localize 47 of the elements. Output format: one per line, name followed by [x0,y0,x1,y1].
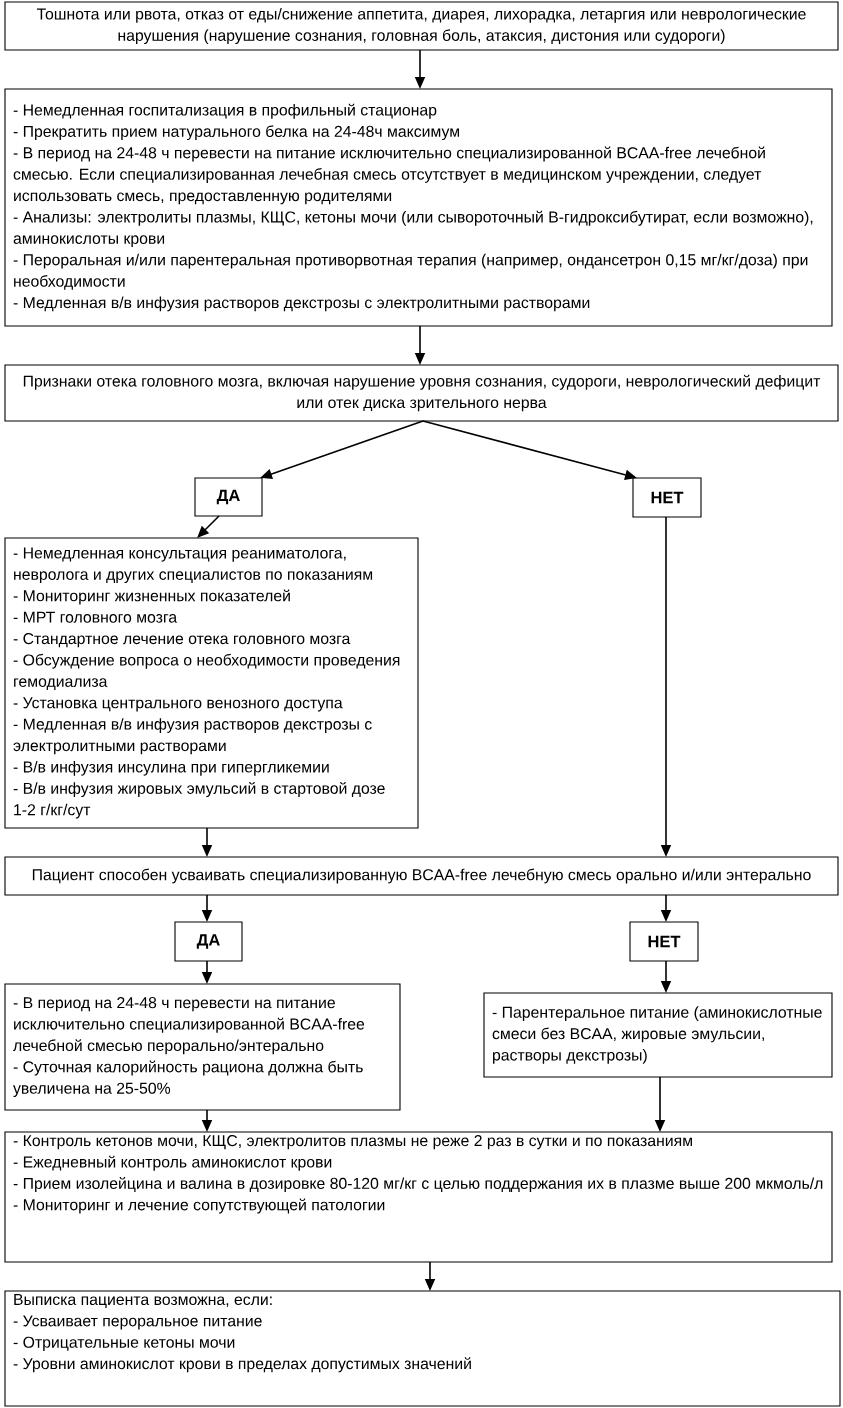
answer-label: ДА [196,934,220,949]
bullet-item: - В период на 24-48 ч перевести на питание исключительно специализированной BCAA-free лечебной смесью перорально/энтерально [13,997,365,1055]
bullet-item: - Стандартное лечение отека головного мозга [13,633,351,648]
bullet-item: - В/в инфузия инсулина при гипергликемии [13,760,329,776]
arrow [197,515,220,538]
bullet-item: - Немедленная госпитализация в профильный стационар [13,103,437,119]
process-box [4,1131,833,1263]
answer-label: НЕТ [648,935,681,948]
process-box [4,1,839,51]
answer-label: НЕТ [651,491,684,504]
process-box [4,983,401,1111]
bullet-item: - Пероральная и/или парентеральная противорвотная терапия (например, ондансетрон 0,15 мг/кг/доза) при необходимости [13,253,808,290]
bullet-item: - Немедленная консультация реаниматолога, невролога и других специалистов по показаниям [13,547,373,584]
bullet-item: - Прекратить прием натурального белка на 24-48ч максимум [13,125,459,141]
bullet-item: - Уровни аминокислот крови в пределах допустимых значений [13,1357,471,1373]
process-box [483,992,833,1078]
branch-box [632,477,702,518]
bullet-item: - Установка центрального венозного доступа [13,697,343,712]
bullet-item: - Мониторинг и лечение сопутствующей патологии [13,1198,385,1214]
process-box [4,88,833,327]
bullet-item: - Парентеральное питание (аминокислотные смеси без BCAA, жировые эмульсии, растворы декстрозы) [492,1006,822,1064]
bullet-item: - Отрицательные кетоны мочи [13,1336,235,1351]
branch-box [629,921,699,962]
list-heading: Выписка пациента возможна, если: [14,1294,272,1309]
bullet-item: - Ежедневный контроль аминокислот крови [13,1155,332,1171]
bullet-item: - Контроль кетонов мочи, КЩС, электролитов плазмы не реже 2 раз в сутки и по показаниям [13,1135,692,1150]
step-text: Пациент способен усваивать специализированную BCAA-free лечебную смесь орально и/или энтерально [32,868,811,884]
bullet-item: - Медленная в/в инфузия растворов декстрозы с электролитными растворами [13,296,590,312]
answer-label: ДА [216,489,240,505]
decision-box [4,856,839,896]
bullet-item: - В/в инфузия жировых эмульсий в стартовой дозе 1-2 г/кг/сут [13,782,385,819]
step-text: Признаки отека головного мозга, включая нарушение уровня сознания, судороги, неврологический дефицит или отек диска зрительного нерва [23,374,821,412]
bullet-item: - Усваивает пероральное питание [13,1315,262,1330]
bullet-item: - Анализы: электролиты плазмы, КЩС, кетоны мочи (или сывороточный В-гидроксибутират, если возможно), аминокислоты крови [13,210,813,248]
bullet-item: - МРТ головного мозга [13,611,178,623]
process-box [4,1290,841,1407]
bullet-item: - В период на 24-48 ч перевести на питание исключительно специализированной BCAA-free лечебной смесью. Если специализированная лечебная смесь отсутствует в медицинском учреждении, следует использовать смесь, предоставленную родителями [13,146,765,205]
process-box [4,537,419,829]
bullet-item: - Мониторинг жизненных показателей [13,589,290,605]
branch-box [194,477,263,517]
bullet-item: - Прием изолейцина и валина в дозировке 80-120 мг/кг с целью поддержания их в плазме выше 200 мкмоль/л [13,1177,823,1193]
bullet-item: - Обсуждение вопроса о необходимости проведения гемодиализа [13,653,400,690]
decision-box [4,364,839,422]
bullet-item: - Суточная калорийность рациона должна быть увеличена на 25-50% [13,1060,363,1097]
branch-box [174,921,243,962]
step-text: Тошнота или рвота, отказ от еды/снижение аппетита, диарея, лихорадка, летаргия или неврологические нарушения (нарушение сознания, головная боль, атаксия, дистония или судороги) [36,7,806,45]
bullet-item: - Медленная в/в инфузия растворов декстрозы с электролитными растворами [13,718,372,755]
